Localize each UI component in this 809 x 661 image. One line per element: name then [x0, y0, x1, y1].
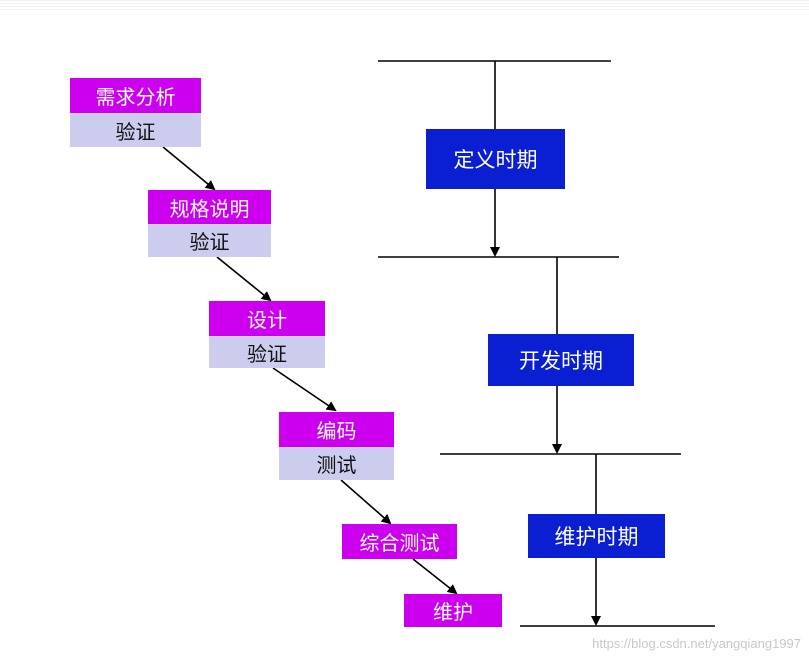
arrow-integration-to-maintenance	[412, 558, 458, 595]
top-border	[0, 0, 809, 10]
stage-requirements-verification: 验证	[70, 113, 201, 147]
stage-coding-test: 测试	[279, 447, 394, 480]
stage-specification: 规格说明	[148, 190, 271, 224]
stage-design-verification: 验证	[209, 336, 325, 368]
watermark: https://blog.csdn.net/yangqiang1997	[592, 636, 801, 651]
stage-maintenance: 维护	[404, 594, 502, 627]
stage-coding: 编码	[279, 412, 394, 447]
stage-requirements-analysis: 需求分析	[70, 78, 201, 113]
arrow-spec-to-design	[216, 256, 272, 302]
period-maintenance: 维护时期	[528, 514, 665, 558]
arrow-coding-to-integration	[340, 479, 392, 525]
stage-design: 设计	[209, 301, 325, 336]
stage-specification-verification: 验证	[148, 224, 271, 257]
arrow-analysis-to-spec	[162, 146, 216, 191]
period-definition: 定义时期	[426, 129, 565, 189]
period-development: 开发时期	[488, 334, 634, 386]
arrow-design-to-coding	[272, 367, 337, 412]
stage-integration-test: 综合测试	[342, 524, 457, 559]
